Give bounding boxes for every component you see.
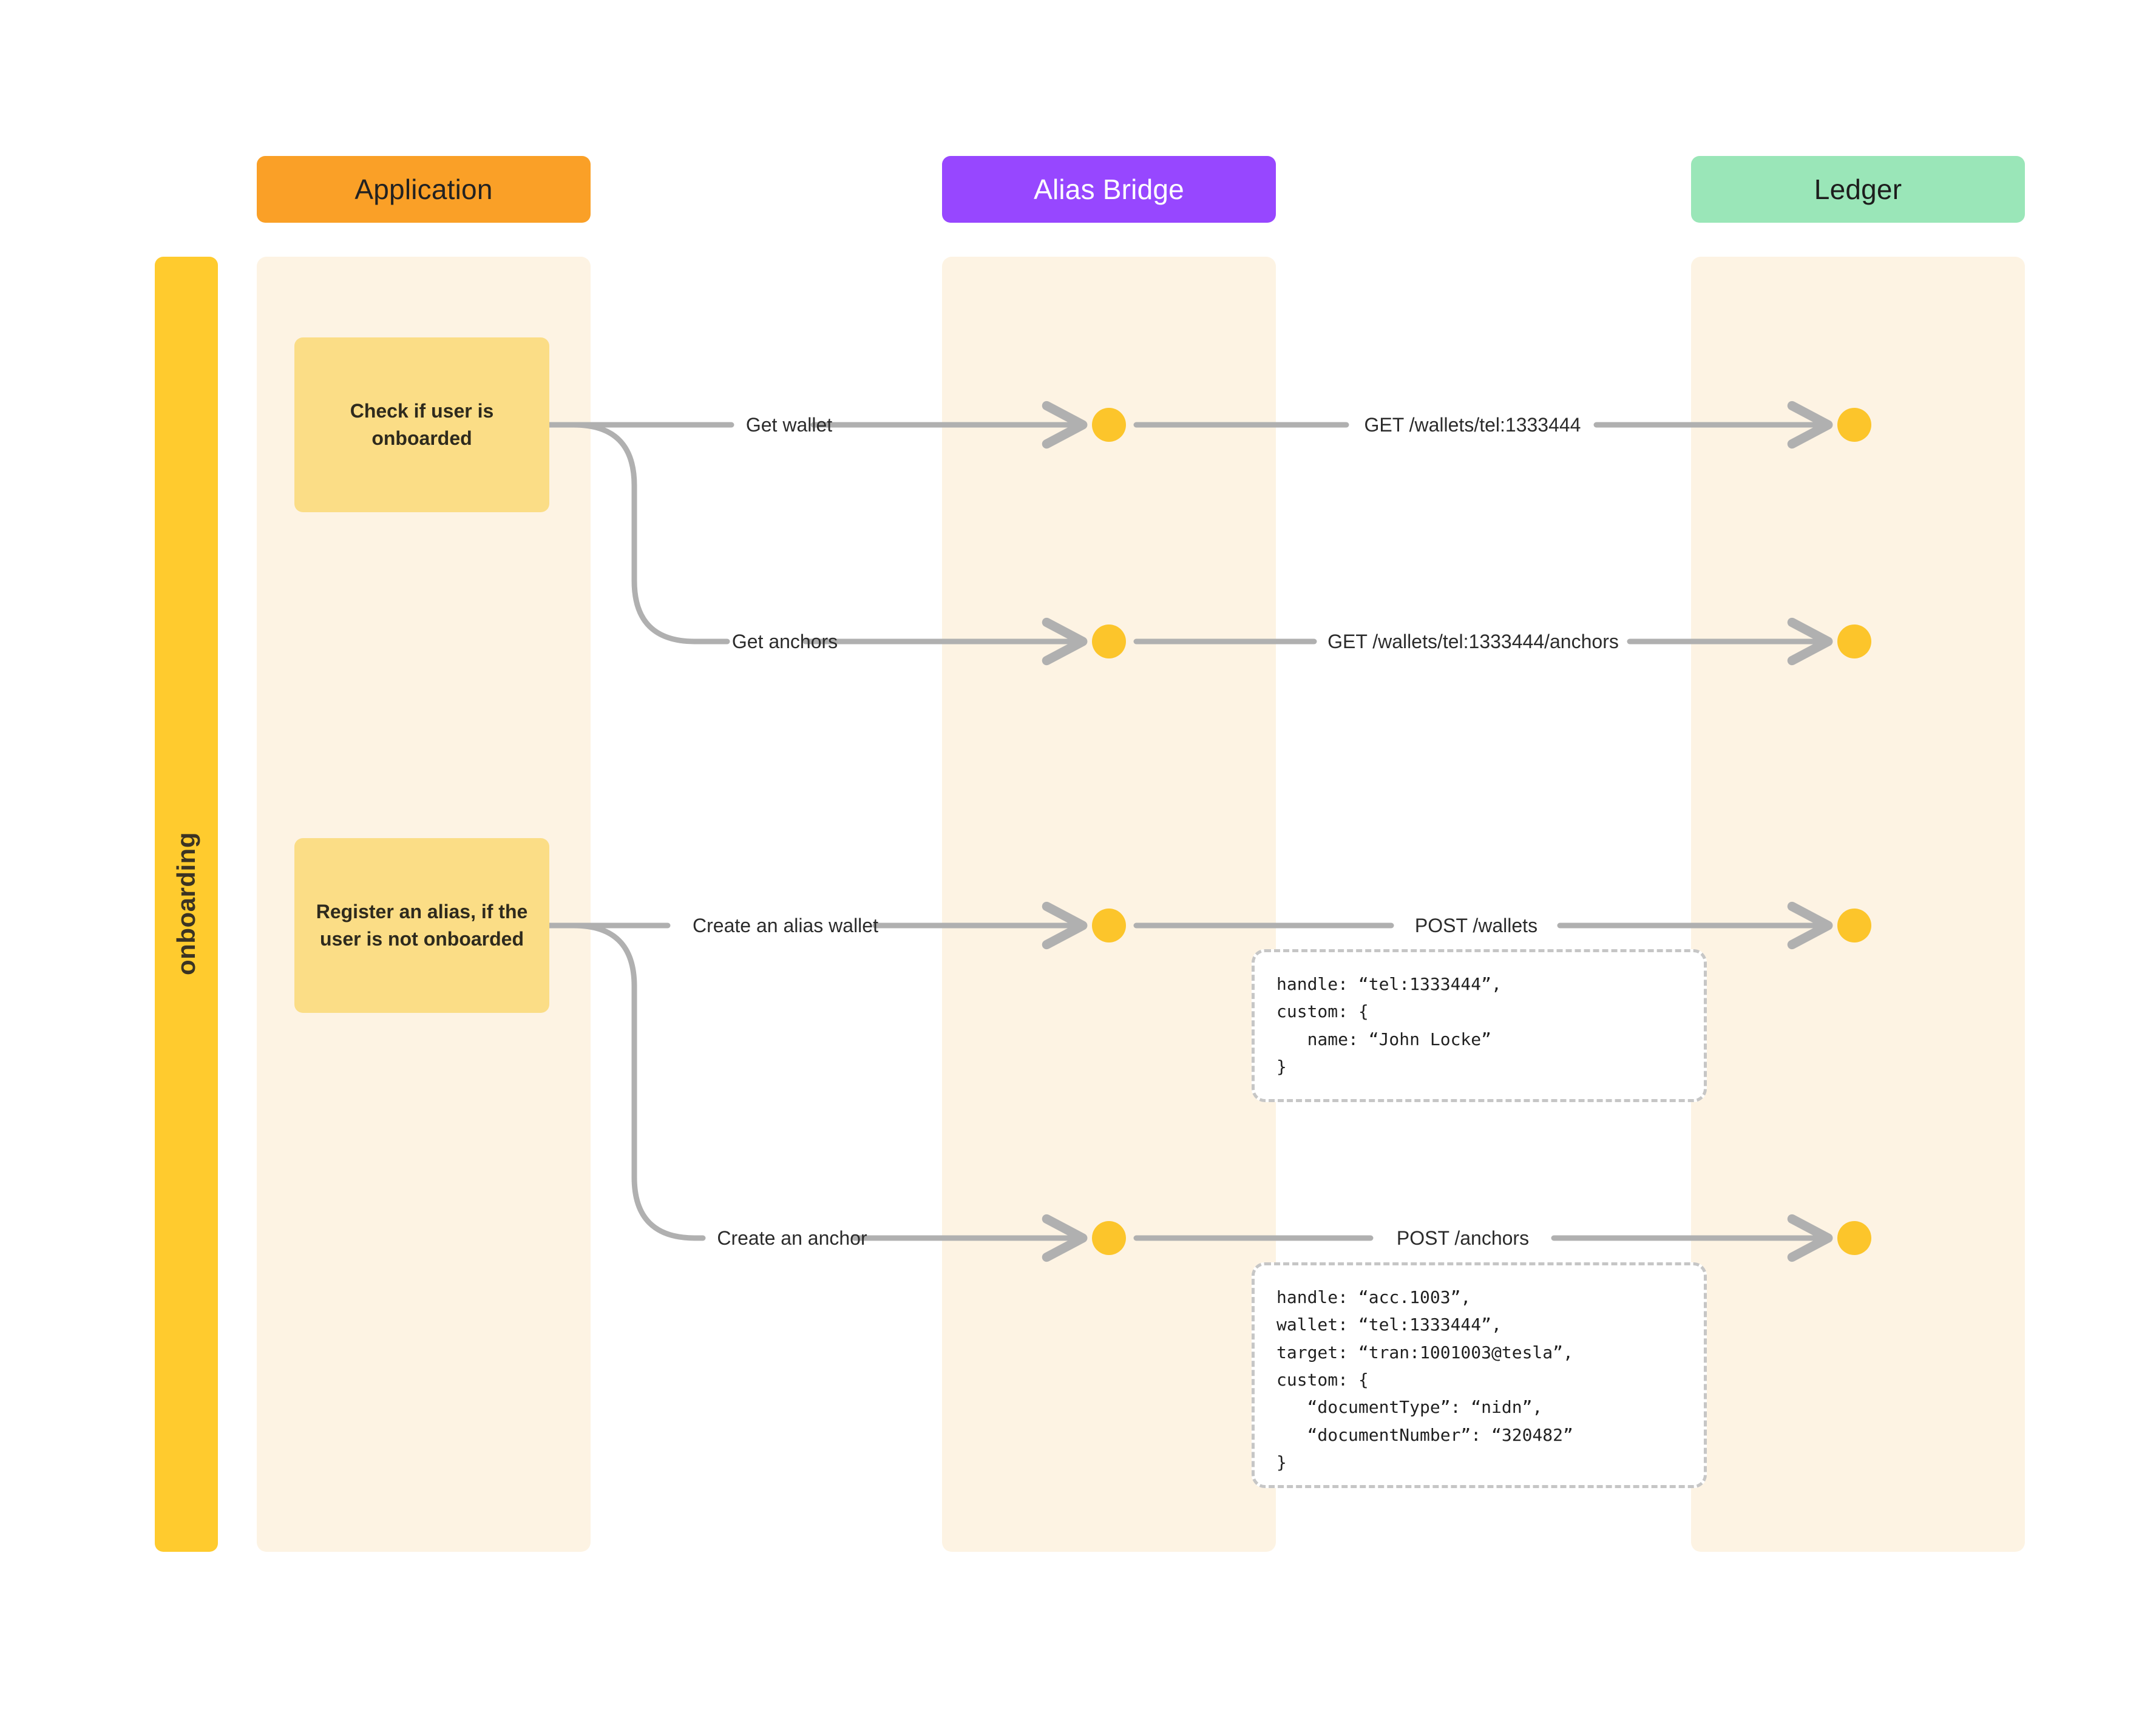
- group-bar-onboarding[interactable]: [155, 257, 218, 1552]
- msg-label-post-anchors: POST /anchors: [1396, 1227, 1530, 1249]
- lifeline-dot-alias-bridge-3: [1092, 909, 1126, 942]
- msg-label-create-alias-wallet: Create an alias wallet: [693, 915, 878, 936]
- msg-label-get-anchors-api: GET /wallets/tel:1333444/anchors: [1327, 631, 1619, 652]
- lane-header-application[interactable]: Application: [257, 156, 591, 223]
- lifeline-dot-alias-bridge-2: [1092, 624, 1126, 658]
- note-check-onboarded-text: Check if user is onboarded: [350, 399, 494, 449]
- lane-header-application-label: Application: [354, 174, 493, 205]
- lifeline-dot-ledger-2: [1837, 624, 1871, 658]
- lane-header-alias-bridge[interactable]: Alias Bridge: [942, 156, 1276, 223]
- lane-band-alias-bridge: [942, 257, 1276, 1552]
- payload-post-anchors-code: handle: “acc.1003”, wallet: “tel:1333444…: [1276, 1287, 1573, 1473]
- note-register-alias-text: Register an alias, if the user is not on…: [316, 900, 528, 950]
- lifeline-dot-ledger-1: [1837, 408, 1871, 442]
- note-register-alias[interactable]: Register an alias, if the user is not on…: [294, 838, 549, 1013]
- group-bar-onboarding-label: onboarding: [172, 832, 200, 975]
- payload-post-wallets[interactable]: handle: “tel:1333444”, custom: { name: “…: [1252, 949, 1707, 1102]
- lifeline-dot-alias-bridge-4: [1092, 1221, 1126, 1255]
- lifeline-dot-ledger-3: [1837, 909, 1871, 942]
- lane-header-alias-bridge-label: Alias Bridge: [1034, 174, 1184, 205]
- msg-label-get-wallet-api: GET /wallets/tel:1333444: [1364, 414, 1581, 436]
- lane-band-ledger: [1691, 257, 2025, 1552]
- lane-header-ledger[interactable]: Ledger: [1691, 156, 2025, 223]
- lane-header-ledger-label: Ledger: [1814, 174, 1902, 205]
- payload-post-wallets-code: handle: “tel:1333444”, custom: { name: “…: [1276, 974, 1502, 1077]
- note-check-onboarded[interactable]: Check if user is onboarded: [294, 337, 549, 512]
- msg-label-get-wallet: Get wallet: [745, 414, 833, 436]
- lifeline-dot-alias-bridge-1: [1092, 408, 1126, 442]
- msg-label-get-anchors: Get anchors: [731, 631, 838, 652]
- msg-label-create-anchor: Create an anchor: [717, 1227, 867, 1249]
- lifeline-dot-ledger-4: [1837, 1221, 1871, 1255]
- msg-label-post-wallets: POST /wallets: [1414, 915, 1538, 936]
- payload-post-anchors[interactable]: handle: “acc.1003”, wallet: “tel:1333444…: [1252, 1262, 1707, 1488]
